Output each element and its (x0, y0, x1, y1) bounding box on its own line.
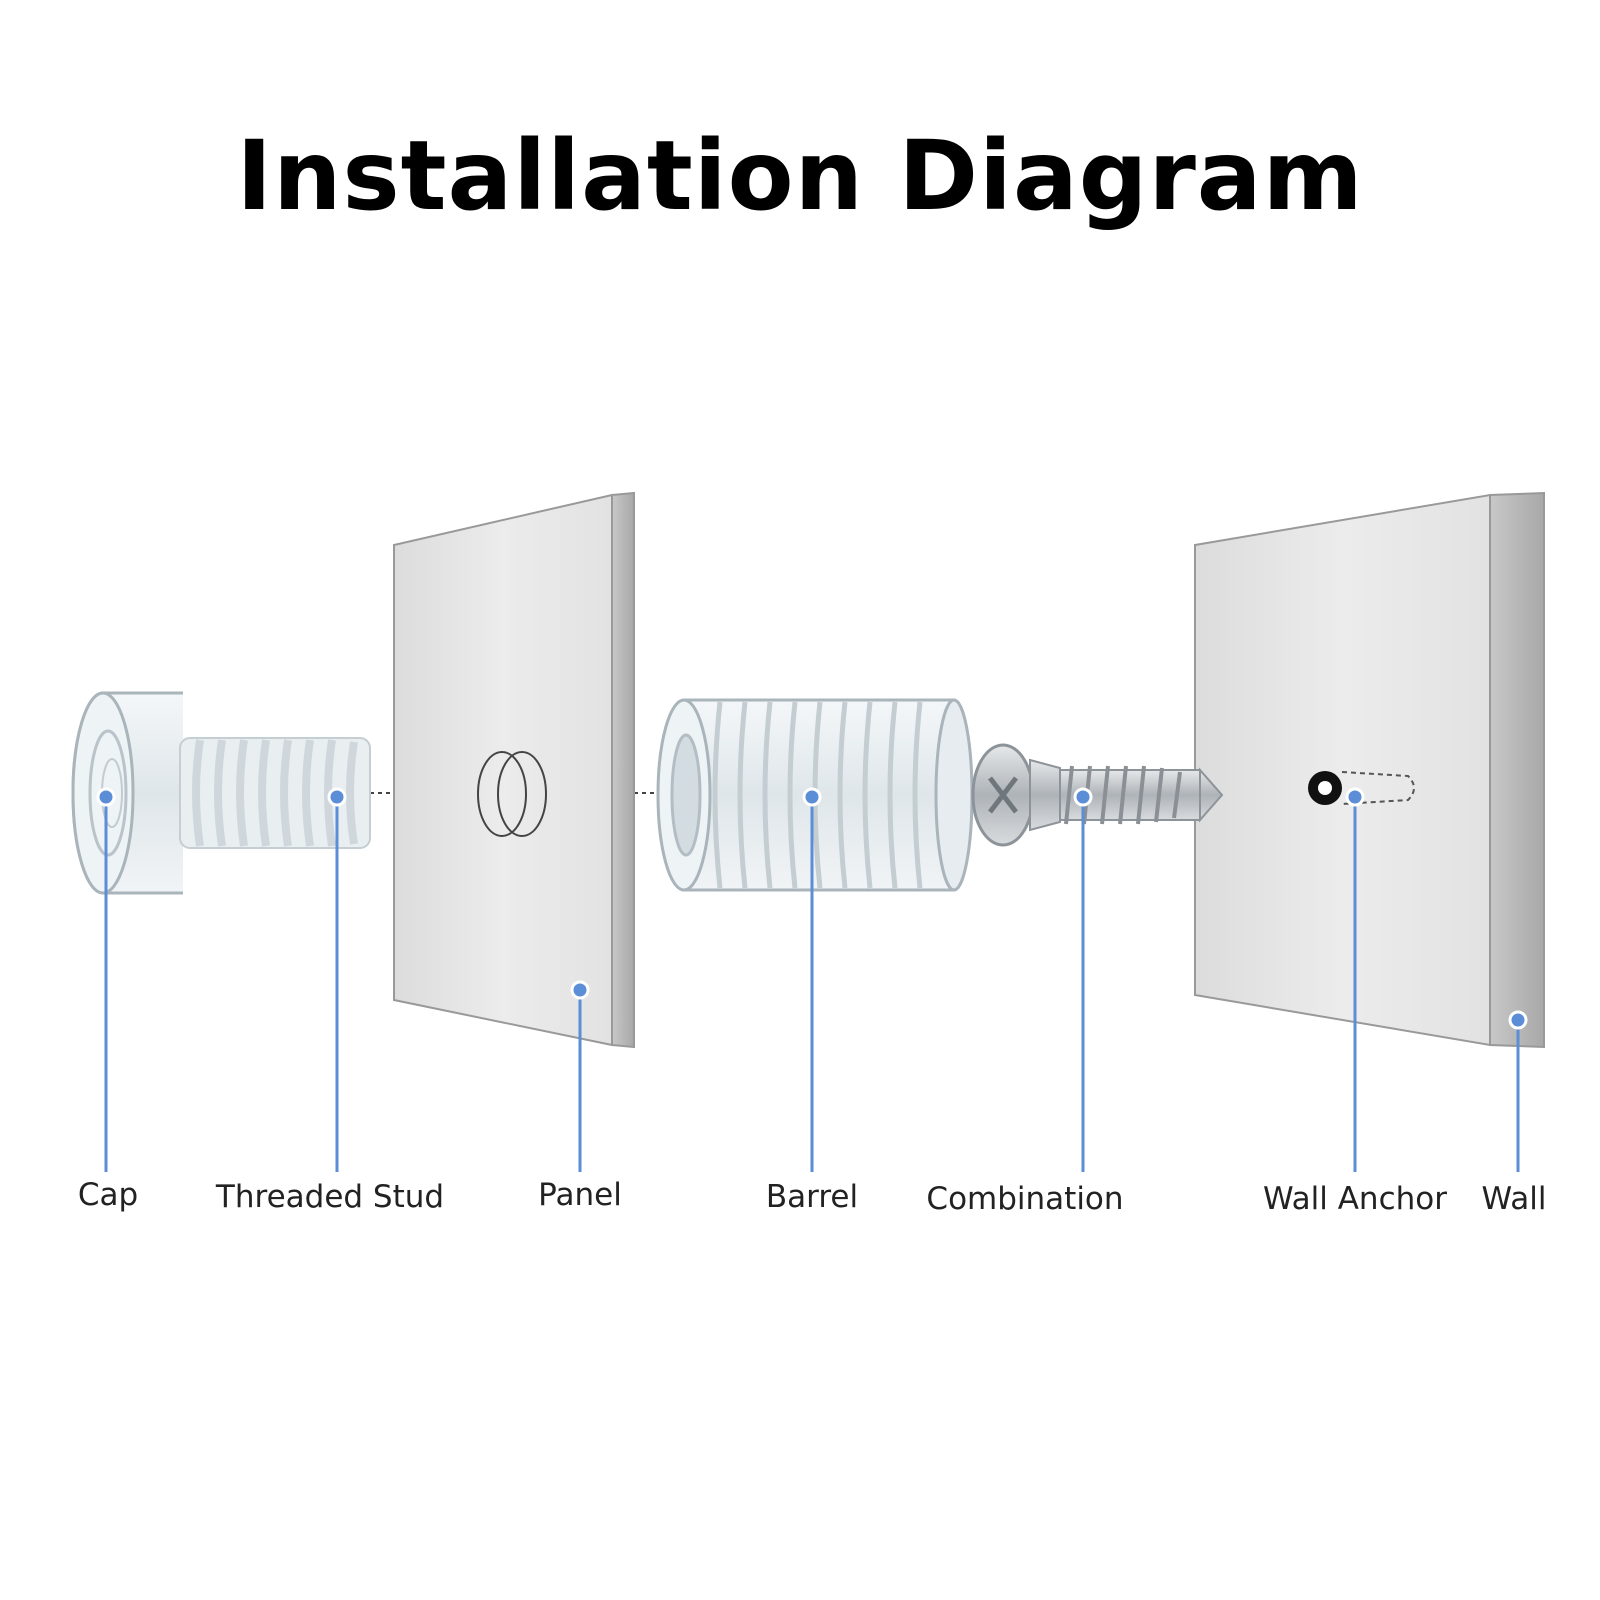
barrel-part (656, 698, 974, 892)
label-wall-anchor: Wall Anchor (1263, 1181, 1447, 1217)
cap-dot (96, 787, 116, 807)
label-combination: Combination (926, 1181, 1123, 1217)
barrel-dot (802, 787, 822, 807)
label-wall: Wall (1482, 1181, 1547, 1217)
wall-sheet (1194, 491, 1545, 1049)
label-panel: Panel (538, 1177, 622, 1213)
label-cap: Cap (78, 1177, 138, 1213)
cap-part (71, 691, 183, 895)
panel-dot (570, 980, 590, 1000)
leader-lines (104, 797, 1520, 1172)
wall-dot (1508, 1010, 1528, 1030)
panel-sheet (393, 491, 635, 1049)
label-barrel: Barrel (766, 1179, 858, 1215)
leader-dots (96, 787, 1528, 1030)
wall-anchor-dot (1345, 787, 1365, 807)
threaded-stud-part (179, 737, 371, 849)
combination-dot (1073, 787, 1093, 807)
combination-screw-part (971, 743, 1224, 847)
label-threaded-stud: Threaded Stud (215, 1179, 444, 1215)
wall-anchor-part (1308, 771, 1415, 805)
diagram-title: Installation Diagram (236, 120, 1364, 232)
threaded-stud-dot (327, 787, 347, 807)
